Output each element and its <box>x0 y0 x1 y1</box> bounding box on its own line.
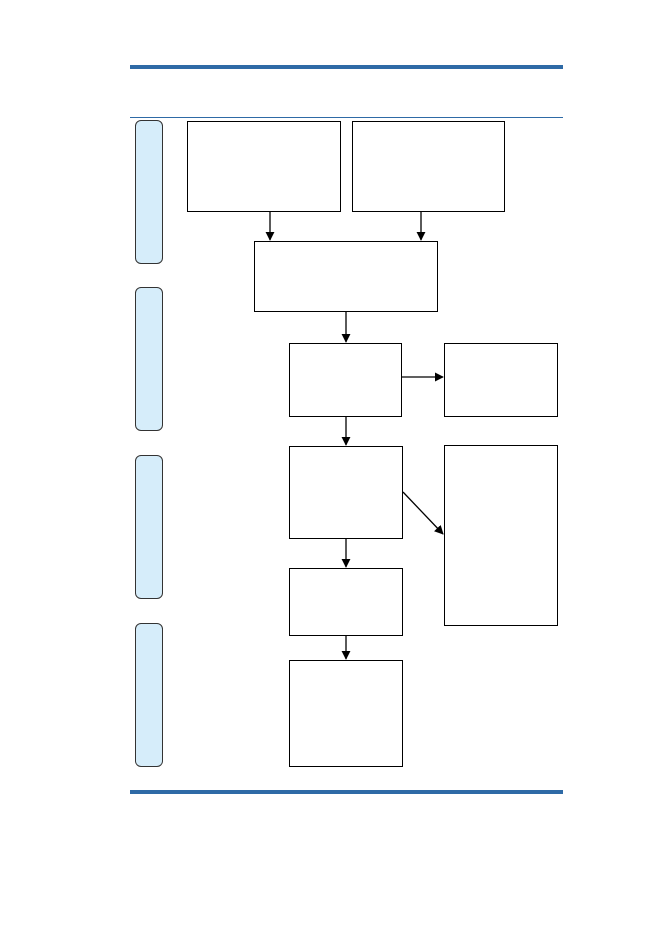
flow-box-source-left <box>187 121 341 212</box>
flow-box-side-2 <box>444 445 558 626</box>
arrow-step-2-to-side-2 <box>402 491 444 535</box>
flow-box-merge <box>254 241 438 312</box>
header-rule-thick <box>130 65 563 69</box>
footer-rule-thick <box>130 790 563 794</box>
flow-box-step-1 <box>289 343 402 417</box>
flow-box-source-right <box>352 121 505 212</box>
stage-bar-4 <box>135 623 163 767</box>
flow-box-step-2 <box>289 446 403 539</box>
flow-box-side-1 <box>444 343 558 417</box>
stage-bar-2 <box>135 287 163 431</box>
flow-box-step-3 <box>289 568 403 636</box>
stage-bar-1 <box>135 120 163 264</box>
flow-box-step-4 <box>289 660 403 767</box>
stage-bar-3 <box>135 455 163 599</box>
header-rule-thin <box>130 117 563 118</box>
